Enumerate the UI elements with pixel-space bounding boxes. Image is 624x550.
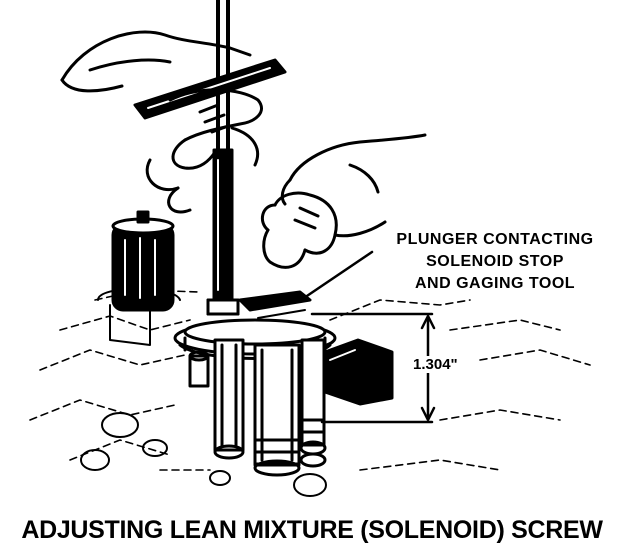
right-hand	[260, 133, 427, 269]
callout-leader	[296, 250, 374, 304]
carburetor-illustration	[29, 0, 591, 497]
carburetor-body	[29, 289, 591, 471]
mixture-assembly	[173, 290, 337, 477]
throttle-lever	[323, 338, 394, 406]
callout-line-3: AND GAGING TOOL	[414, 275, 576, 292]
callout-line-2: SOLENOID STOP	[426, 253, 564, 270]
upper-hand	[60, 30, 263, 214]
solenoid-housing	[111, 210, 175, 312]
plunger-callout: PLUNGER CONTACTING SOLENOID STOP AND GAG…	[375, 229, 615, 295]
figure-caption: ADJUSTING LEAN MIXTURE (SOLENOID) SCREW	[21, 516, 603, 544]
gaging-tool	[206, 0, 240, 316]
callout-line-1: PLUNGER CONTACTING	[396, 231, 594, 248]
dimension-label: 1.304"	[411, 356, 460, 373]
